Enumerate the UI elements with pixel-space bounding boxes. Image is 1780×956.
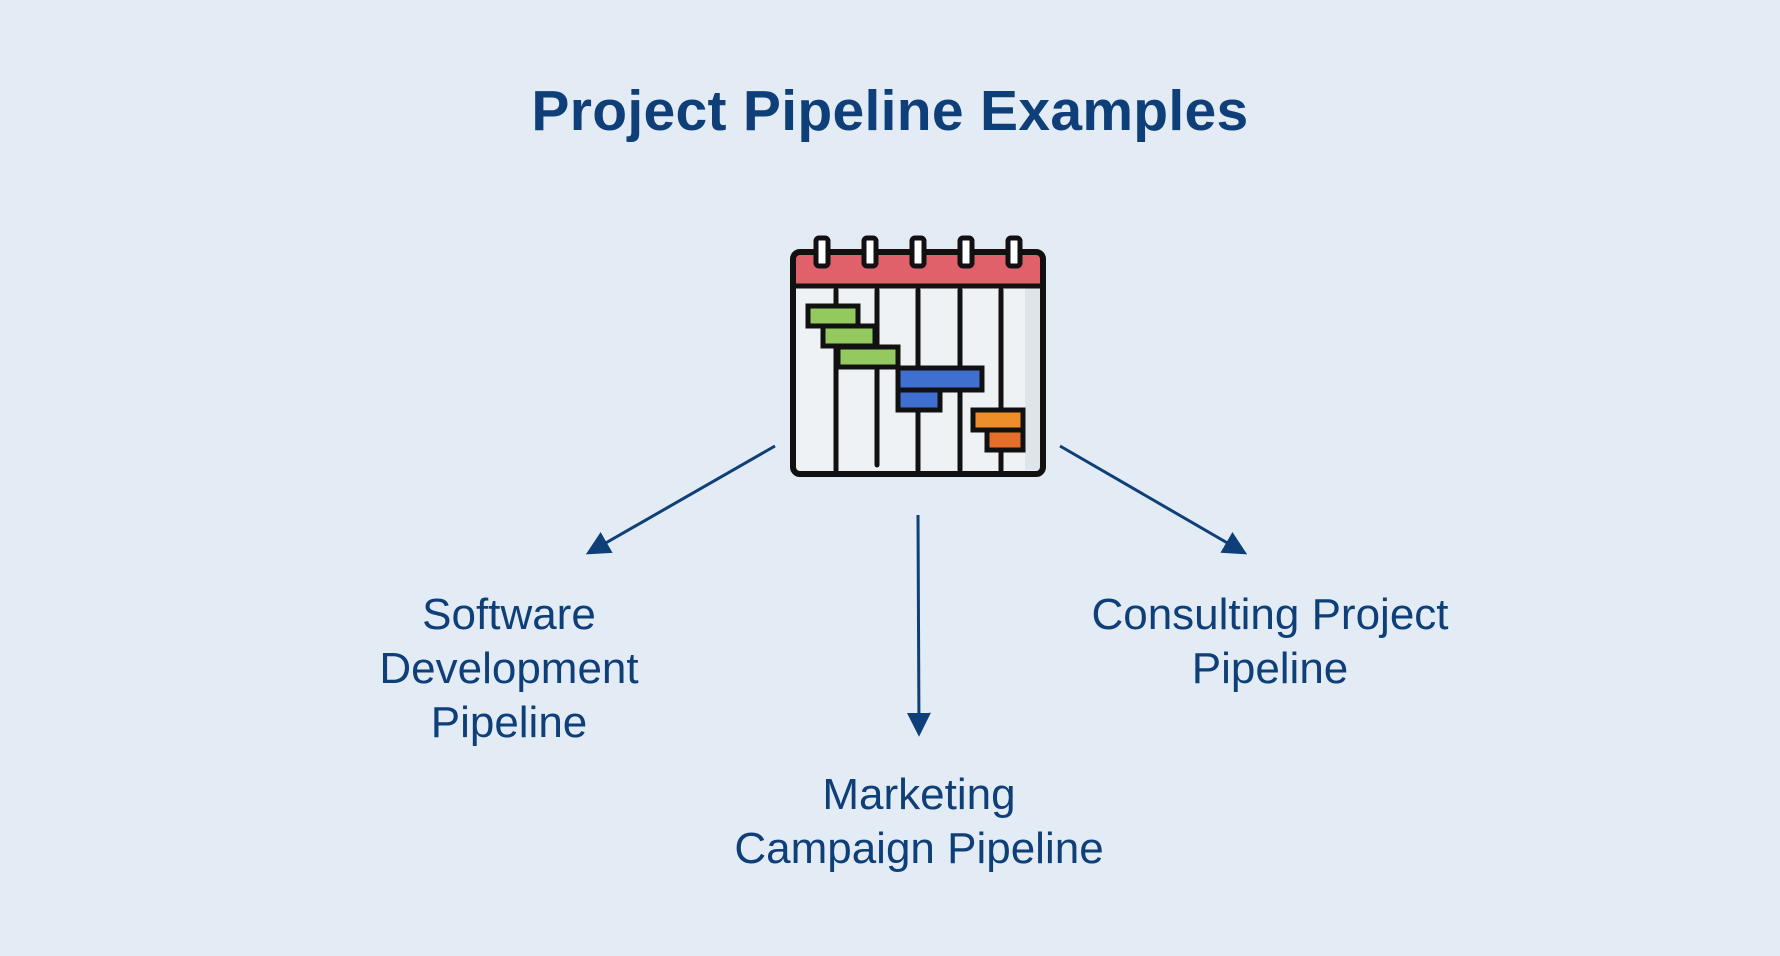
label-line: Pipeline (430, 698, 588, 747)
page-title: Project Pipeline Examples (531, 79, 1249, 143)
label-line: Campaign Pipeline (734, 824, 1104, 873)
gantt-chart-calendar-icon (790, 235, 1046, 477)
software-development-pipeline-label: Software Development Pipeline (309, 588, 709, 750)
label-line: Consulting Project (1091, 590, 1449, 639)
arrow-to-software (585, 444, 776, 555)
label-line: Software (422, 590, 596, 639)
marketing-campaign-pipeline-label: Marketing Campaign Pipeline (659, 768, 1179, 876)
consulting-project-pipeline-label: Consulting Project Pipeline (1020, 588, 1520, 696)
arrow-to-consulting (1059, 444, 1248, 555)
label-line: Marketing (822, 770, 1016, 819)
label-line: Development (379, 644, 639, 693)
label-line: Pipeline (1191, 644, 1349, 693)
arrow-to-marketing (906, 514, 931, 737)
